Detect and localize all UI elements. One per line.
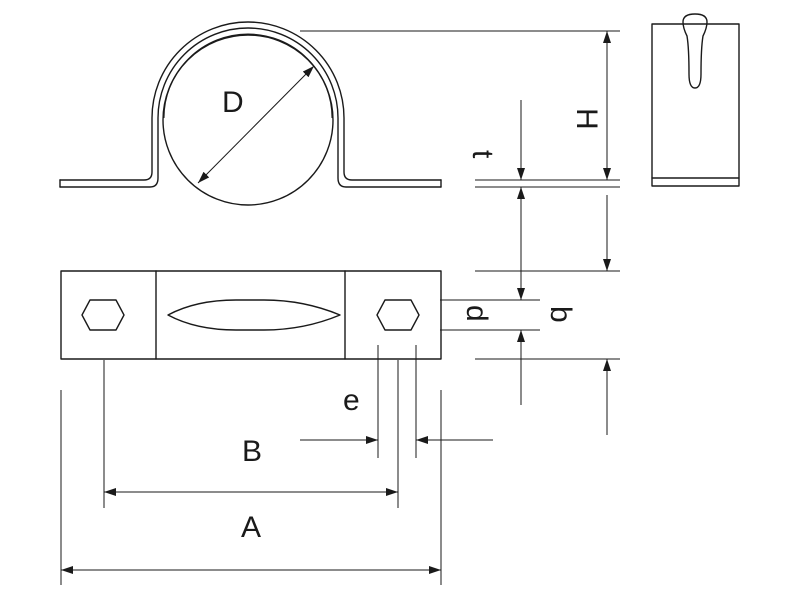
front-view: D	[59, 21, 442, 206]
label-A: A	[241, 511, 261, 544]
label-D: D	[222, 86, 244, 119]
clamp-outline-outer	[59, 27, 442, 188]
label-e: e	[343, 384, 360, 417]
plan-view	[60, 270, 442, 360]
label-H: H	[570, 108, 603, 130]
side-view-body	[651, 23, 740, 187]
label-B: B	[242, 435, 262, 468]
dimension-labels: H t d b e B A	[241, 108, 603, 544]
extension-lines	[60, 30, 620, 585]
mounting-hole-right	[376, 299, 420, 331]
pipe-circle	[162, 34, 334, 206]
label-t: t	[466, 150, 499, 159]
side-view	[651, 13, 740, 187]
clamp-band-inner	[163, 33, 333, 119]
plan-base-plate	[60, 270, 442, 360]
clamp-outline-inner	[59, 21, 442, 181]
label-b: b	[544, 306, 577, 323]
dimension-lines	[61, 31, 611, 574]
mounting-hole-left	[81, 299, 125, 331]
dim-line-D	[197, 65, 315, 184]
label-d: d	[460, 305, 493, 322]
plan-rib	[167, 299, 341, 331]
side-view-slot	[682, 13, 708, 89]
